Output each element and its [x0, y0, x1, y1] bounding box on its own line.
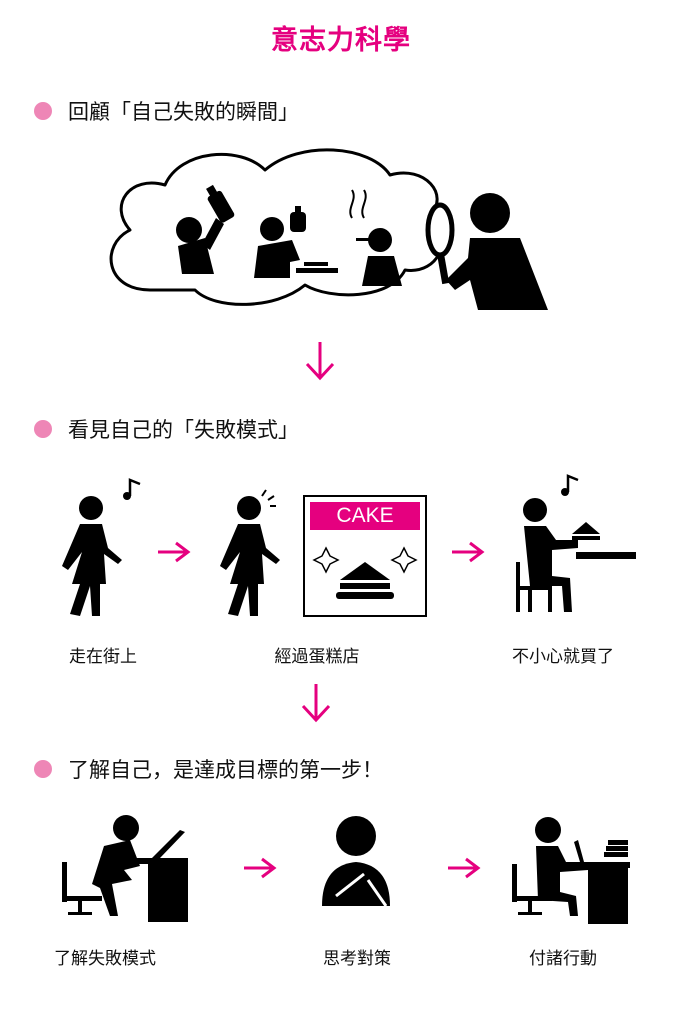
arrow-down-icon [301, 684, 331, 723]
music-note-icon [561, 474, 579, 496]
thinking-person-icon [322, 816, 390, 907]
music-note-icon [123, 478, 141, 500]
desk-thinking-person-icon [62, 815, 188, 922]
walking-person-icon [62, 496, 122, 616]
caption-bought: 不小心就買了 [512, 647, 614, 667]
desk-working-person-icon [512, 817, 630, 924]
eating-person-icon [254, 206, 338, 278]
arrow-right-icon [448, 857, 481, 879]
caption-passing-shop: 經過蛋糕店 [274, 647, 360, 667]
drinking-person-icon [176, 184, 235, 274]
smoking-person-icon [349, 189, 402, 286]
step-3-heading-text: 了解自己，是達成目標的第一步！ [68, 758, 383, 782]
cake-shop-icon [303, 495, 427, 617]
arrow-down-icon [305, 342, 335, 381]
step-1-heading-text: 回顧「自己失敗的瞬間」 [68, 100, 299, 124]
caption-plan: 思考對策 [323, 949, 391, 969]
bullet-dot [34, 420, 52, 438]
step-2-heading-text: 看見自己的「失敗模式」 [68, 418, 299, 442]
seated-eating-person-icon [516, 498, 636, 612]
bullet-dot [34, 102, 52, 120]
caption-walking: 走在街上 [69, 647, 137, 667]
cake-sign-label: CAKE [336, 504, 394, 527]
bullet-dot [34, 760, 52, 778]
step-2-heading: 看見自己的「失敗模式」 [34, 414, 299, 444]
caption-act: 付諸行動 [529, 949, 597, 969]
caption-understand: 了解失敗模式 [54, 949, 156, 969]
step-3-heading: 了解自己，是達成目標的第一步！ [34, 754, 383, 784]
arrow-right-icon [244, 857, 277, 879]
arrow-right-icon [158, 541, 191, 563]
page-title: 意志力科學 [271, 25, 411, 56]
arrow-right-icon [452, 541, 485, 563]
walking-person-icon [220, 489, 280, 616]
detective-magnifier-icon [425, 193, 548, 310]
step-1-heading: 回顧「自己失敗的瞬間」 [34, 96, 299, 126]
